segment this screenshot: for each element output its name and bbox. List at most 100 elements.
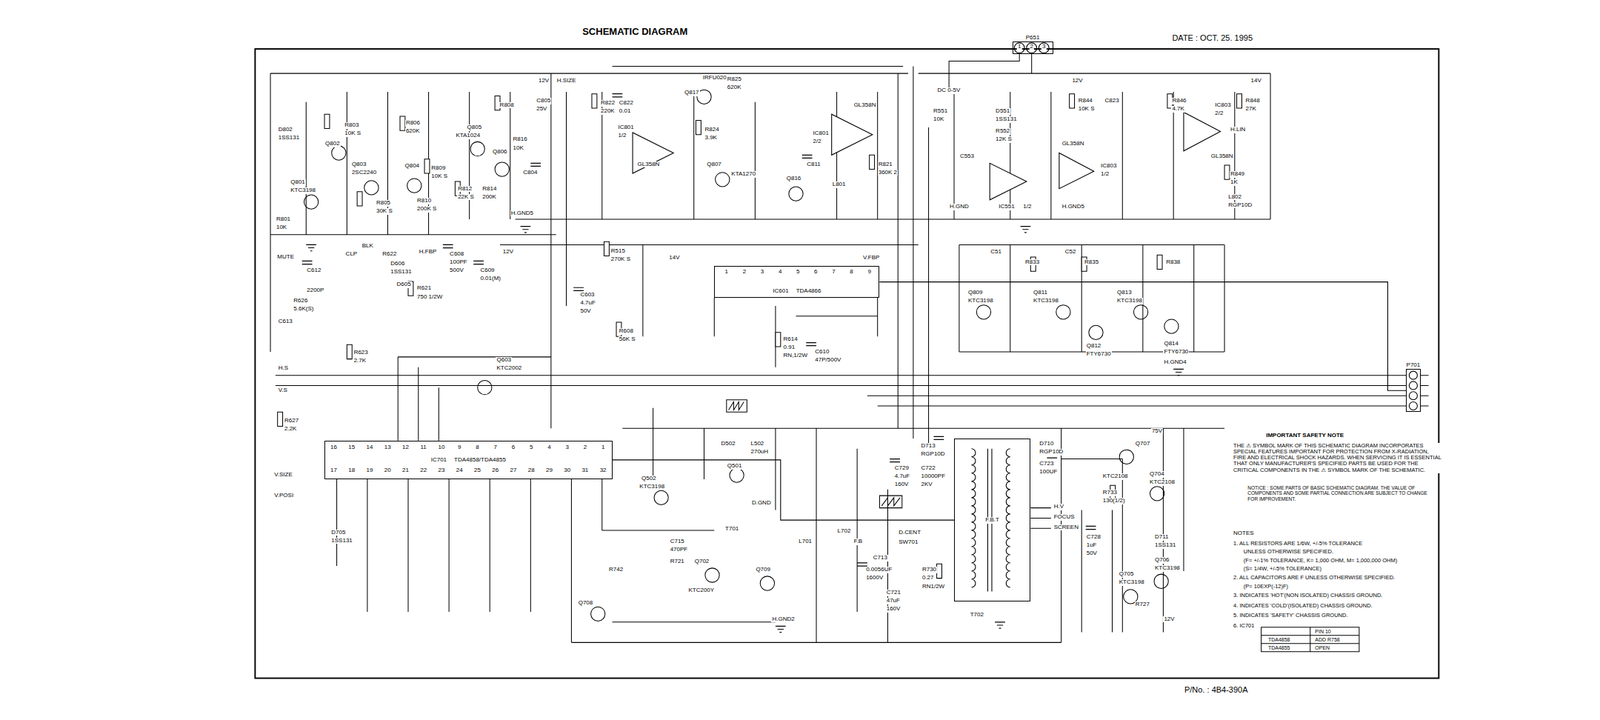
- part-label: R623: [353, 349, 369, 357]
- pin-number: 10: [437, 444, 446, 452]
- note-text: THE ⚠ SYMBOL MARK OF THIS SCHEMATIC DIAG…: [1232, 442, 1443, 474]
- pin-number: 1: [724, 268, 729, 276]
- ic-label: IC601: [771, 288, 789, 295]
- part-label: Q804: [404, 162, 421, 170]
- part-label: 2.7K: [353, 357, 367, 365]
- transistor-symbol: [304, 89, 1180, 621]
- part-label: H.SIZE: [556, 77, 578, 85]
- note-text: ADD R758: [1314, 637, 1340, 643]
- part-label: 4.7K: [1171, 105, 1185, 113]
- part-label: RGP10D: [920, 451, 946, 458]
- part-label: Q708: [577, 600, 595, 607]
- part-label: C51: [989, 248, 1003, 256]
- note-text: TDA4855: [1267, 645, 1292, 652]
- part-label: BLK: [361, 242, 375, 250]
- sheet-border: [254, 48, 1439, 678]
- part-label: L702: [837, 528, 852, 535]
- part-label: R849: [1229, 171, 1246, 178]
- part-label: Q805: [466, 124, 483, 132]
- part-label: D.CENT: [897, 529, 922, 537]
- part-label: C608: [448, 251, 465, 258]
- part-label: R621: [416, 285, 432, 292]
- part-label: 1SS131: [330, 537, 353, 545]
- part-label: R825: [726, 76, 743, 83]
- part-label: 10K S: [430, 173, 449, 180]
- part-label: C713: [872, 554, 889, 562]
- part-label: R515: [610, 248, 626, 255]
- part-label: CLP: [345, 251, 359, 258]
- part-label: 200K S: [416, 205, 438, 213]
- part-label: C553: [959, 153, 975, 160]
- part-label: 500V: [448, 267, 465, 275]
- part-label: 22K S: [457, 194, 475, 201]
- part-label: H.LIN: [1229, 126, 1246, 134]
- part-label: V.FBP: [862, 254, 880, 262]
- part-label: R814: [481, 185, 498, 193]
- part-label: RN1/2W: [921, 583, 946, 591]
- part-label: 1/2: [1022, 203, 1032, 211]
- part-label: C729: [894, 465, 910, 472]
- part-label: D802: [277, 126, 294, 134]
- pin-number: 22: [419, 467, 428, 475]
- part-label: IC801: [812, 130, 830, 138]
- part-label: 27K: [1245, 105, 1258, 113]
- part-label: FTY6730: [1162, 348, 1189, 356]
- note-text: (F= +/-1% TOLERANCE, K= 1,000 OHM, M= 1,…: [1242, 557, 1398, 564]
- part-label: 3.9K: [704, 134, 718, 142]
- part-label: GL358N: [1210, 153, 1235, 160]
- part-label: R805: [375, 200, 392, 207]
- part-label: H.GND5: [510, 210, 535, 218]
- note-text: 3. INDICATES 'HOT'(NON ISOLATED) CHASSIS…: [1232, 592, 1383, 599]
- wire-connector: [612, 460, 955, 520]
- part-label: R626: [292, 297, 309, 305]
- part-label: 5.6K(S): [292, 305, 315, 313]
- part-label: D605: [395, 281, 412, 289]
- part-label: 12V: [502, 248, 515, 256]
- part-label: Q809: [967, 289, 984, 297]
- part-label: SW701: [897, 539, 919, 546]
- pin-number: 21: [401, 467, 410, 475]
- pin-number: 6: [511, 444, 516, 452]
- pin-number: 5: [795, 268, 800, 276]
- part-label: KTA1270: [730, 171, 757, 178]
- part-label: D.GND: [751, 500, 772, 507]
- part-label: R844: [1077, 97, 1094, 105]
- part-label: Q502: [640, 475, 658, 483]
- part-label: 1600V: [865, 574, 884, 582]
- part-label: KTC3198: [1032, 297, 1060, 305]
- part-label: KTC3198: [1116, 297, 1143, 305]
- part-label: Q811: [1032, 289, 1049, 297]
- part-label: 470PF: [669, 546, 689, 554]
- part-label: R824: [704, 126, 720, 134]
- wire: [270, 53, 1429, 643]
- part-label: 14V: [668, 254, 680, 262]
- part-label: L502: [750, 440, 766, 448]
- part-label: 30K S: [375, 208, 394, 215]
- part-label: R810: [416, 197, 432, 205]
- part-label: 50V: [1085, 550, 1098, 558]
- part-label: RGP10D: [1227, 202, 1253, 209]
- part-label: H.FBP: [418, 248, 438, 256]
- part-label: R552: [994, 128, 1011, 135]
- part-label: NOTES: [1232, 530, 1255, 538]
- part-label: V.POSI: [273, 492, 295, 500]
- part-label: MUTE: [276, 254, 295, 261]
- part-label: R801: [275, 216, 292, 223]
- part-label: 10000PF: [920, 473, 946, 480]
- part-label: KTC3198: [967, 297, 995, 305]
- part-label: R809: [430, 165, 446, 172]
- part-label: T701: [724, 525, 740, 533]
- part-label: 12V: [537, 77, 550, 85]
- part-label: Q802: [324, 140, 341, 148]
- transformer-winding: [971, 448, 1010, 592]
- part-label: Q816: [785, 175, 803, 183]
- ic-label: TDA4866: [795, 288, 823, 295]
- part-label: Q803: [351, 161, 368, 169]
- part-label: Q704: [1148, 471, 1166, 478]
- part-label: 360K 2: [877, 169, 898, 177]
- pin-number: 8: [474, 444, 480, 452]
- pin-number: 3: [1041, 43, 1046, 51]
- part-label: 130(1/2): [1102, 497, 1126, 505]
- part-label: 0.91: [782, 344, 797, 352]
